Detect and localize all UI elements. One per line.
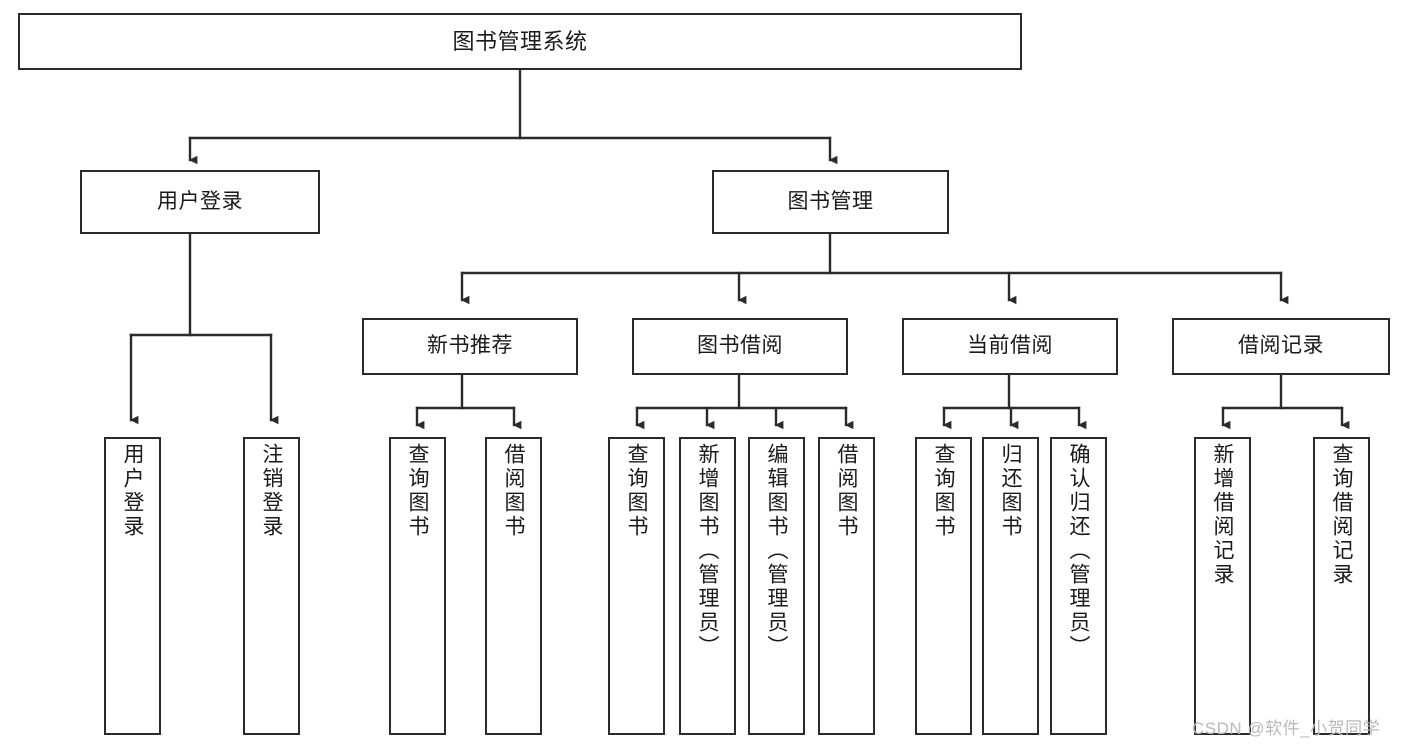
leaf-edit-book-admin[interactable]: 编辑图书（管理员） — [748, 437, 805, 735]
node-label: 新书推荐 — [427, 334, 513, 358]
leaf-user-login[interactable]: 用户登录 — [104, 437, 161, 735]
node-label: 借阅记录 — [1238, 334, 1324, 358]
node-label: 注销登录 — [260, 443, 283, 539]
leaf-confirm-return-admin[interactable]: 确认归还（管理员） — [1050, 437, 1107, 735]
node-label: 图书借阅 — [697, 334, 783, 358]
leaf-borrow-books[interactable]: 借阅图书 — [818, 437, 875, 735]
node-label: 图书管理 — [787, 189, 874, 213]
leaf-query-borrow-record[interactable]: 查询借阅记录 — [1313, 437, 1370, 735]
leaf-logout[interactable]: 注销登录 — [243, 437, 300, 735]
node-label: 查询图书 — [406, 443, 429, 539]
node-label: 当前借阅 — [967, 334, 1053, 358]
node-book-borrowing[interactable]: 图书借阅 — [632, 318, 848, 375]
node-book-management[interactable]: 图书管理 — [712, 170, 949, 234]
node-label: 新增借阅记录 — [1211, 443, 1234, 587]
node-label: 确认归还（管理员） — [1067, 443, 1090, 659]
node-label: 编辑图书（管理员） — [765, 443, 788, 659]
node-label: 借阅图书 — [502, 443, 525, 539]
node-new-book-recommendation[interactable]: 新书推荐 — [362, 318, 578, 375]
leaf-add-book-admin[interactable]: 新增图书（管理员） — [679, 437, 736, 735]
node-current-borrowing[interactable]: 当前借阅 — [902, 318, 1118, 375]
node-label: 归还图书 — [999, 443, 1022, 539]
node-label: 用户登录 — [121, 443, 144, 539]
node-user-login[interactable]: 用户登录 — [80, 170, 320, 234]
node-root-book-management-system[interactable]: 图书管理系统 — [18, 13, 1022, 70]
node-label: 图书管理系统 — [452, 28, 588, 54]
node-label: 查询图书 — [625, 443, 648, 539]
leaf-query-books-current[interactable]: 查询图书 — [915, 437, 972, 735]
node-label: 新增图书（管理员） — [696, 443, 719, 659]
node-label: 查询图书 — [932, 443, 955, 539]
leaf-query-books-recommend[interactable]: 查询图书 — [389, 437, 446, 735]
leaf-borrow-books-recommend[interactable]: 借阅图书 — [485, 437, 542, 735]
leaf-query-books-borrow[interactable]: 查询图书 — [608, 437, 665, 735]
node-label: 借阅图书 — [835, 443, 858, 539]
leaf-return-books[interactable]: 归还图书 — [982, 437, 1039, 735]
watermark-text: CSDN @软件_小贺同学 — [1192, 719, 1381, 738]
node-borrowing-record[interactable]: 借阅记录 — [1172, 318, 1390, 375]
node-label: 查询借阅记录 — [1330, 443, 1353, 587]
node-label: 用户登录 — [157, 189, 243, 213]
leaf-add-borrow-record[interactable]: 新增借阅记录 — [1194, 437, 1251, 735]
